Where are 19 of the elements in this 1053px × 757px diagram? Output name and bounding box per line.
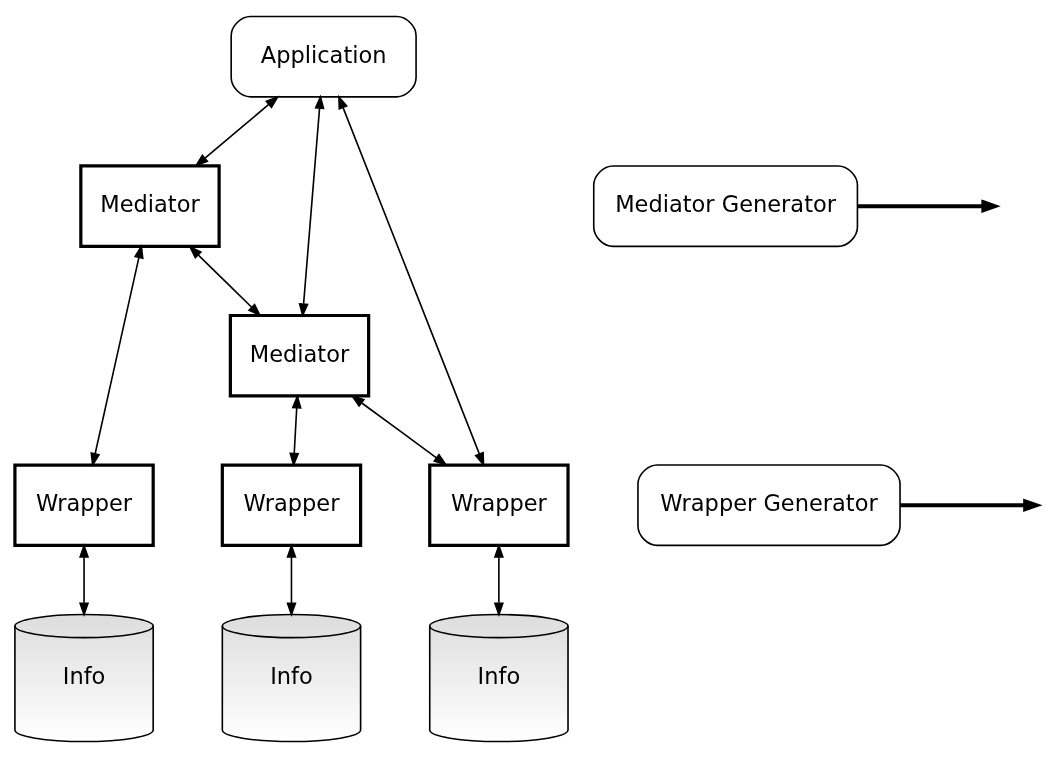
arrow <box>90 243 144 467</box>
node-box: Wrapper <box>220 462 363 547</box>
node-box: Wrapper <box>428 462 570 547</box>
arrow <box>900 497 1043 512</box>
arrow <box>337 94 485 467</box>
arrow <box>493 542 504 617</box>
arrow <box>289 393 302 467</box>
node-box: Application <box>230 15 417 98</box>
arrow <box>286 542 297 617</box>
arrow <box>350 394 448 466</box>
arrow <box>857 198 1001 213</box>
arrow <box>78 542 90 617</box>
node-box: Mediator <box>79 163 221 248</box>
node-box: Wrapper Generator <box>637 463 901 546</box>
arrow <box>298 93 325 318</box>
node-box: Mediator <box>228 313 371 397</box>
arrow <box>194 95 280 167</box>
node-box: Wrapper <box>13 462 155 547</box>
node-box: Mediator Generator <box>592 164 859 247</box>
